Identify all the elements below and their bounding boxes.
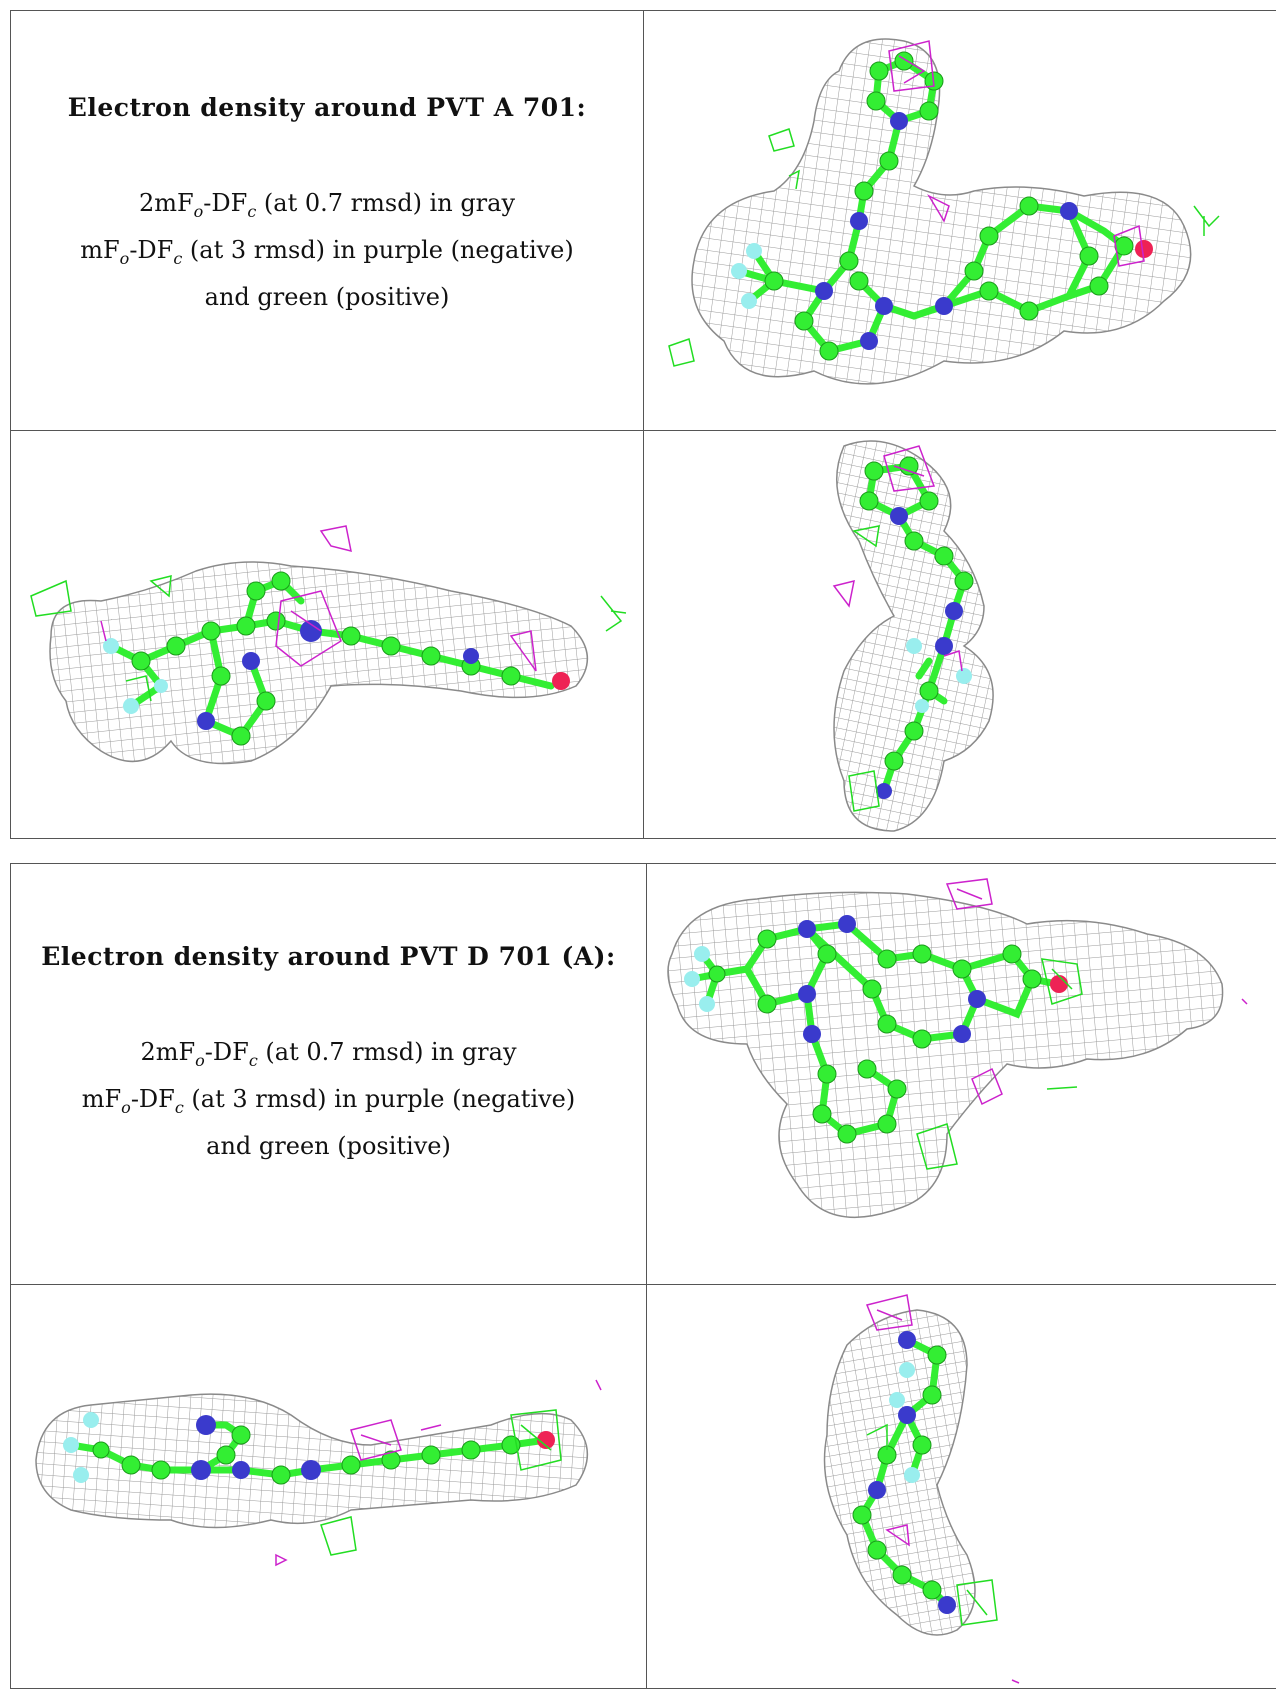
density-image-view-1 [647,864,1276,1285]
description-cell: Electron density around PVT A 701: 2mFo-… [11,11,644,431]
map-line-2fofc: 2mFo-DFc (at 0.7 rmsd) in gray [138,189,516,221]
panel-description: 2mFo-DFc (at 0.7 rmsd) in gray mFo-DFc (… [82,1033,576,1165]
map-line-colors: and green (positive) [204,282,450,311]
density-table-pvt-d: Electron density around PVT D 701 (A): 2… [10,863,1276,1689]
map-line-fofc: mFo-DFc (at 3 rmsd) in purple (negative) [81,1084,576,1117]
density-image-view-2 [11,1285,647,1689]
panel-title: Electron density around PVT D 701 (A): [41,942,616,971]
density-image-view-3 [647,1285,1276,1689]
panel-title: Electron density around PVT A 701: [67,93,587,122]
description-cell: Electron density around PVT D 701 (A): 2… [11,864,647,1285]
density-image-view-1 [644,11,1276,431]
density-image-view-2 [11,431,644,839]
panel-description: 2mFo-DFc (at 0.7 rmsd) in gray mFo-DFc (… [80,184,574,316]
map-line-fofc: mFo-DFc (at 3 rmsd) in purple (negative) [80,235,574,268]
map-line-2fofc: 2mFo-DFc (at 0.7 rmsd) in gray [140,1038,517,1070]
density-table-pvt-a: Electron density around PVT A 701: 2mFo-… [10,10,1276,839]
density-image-view-3 [644,431,1276,839]
map-line-colors: and green (positive) [206,1131,451,1160]
